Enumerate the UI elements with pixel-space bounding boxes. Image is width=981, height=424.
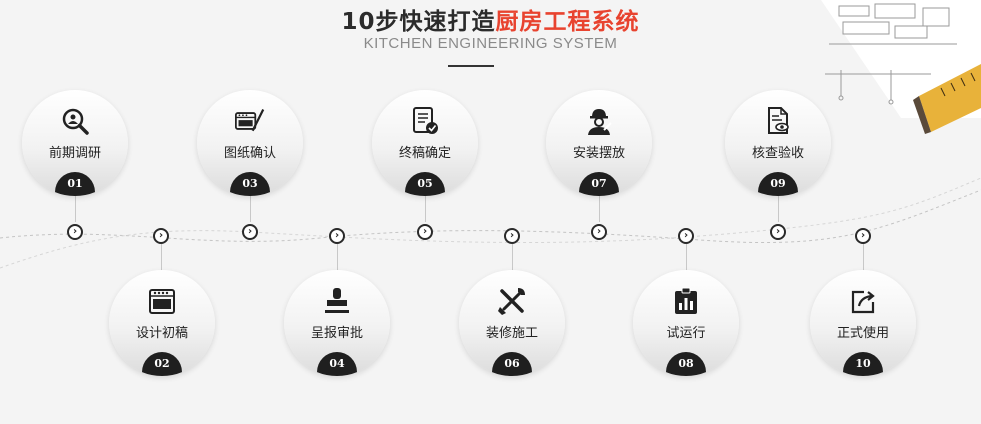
step-number: 10 (843, 352, 883, 376)
step-stem-02 (161, 244, 162, 272)
step-node-08[interactable]: › (678, 228, 694, 244)
step-card-08[interactable]: 试运行 08 (633, 270, 739, 376)
step-card-06[interactable]: 装修施工 06 (459, 270, 565, 376)
step-label: 安装摆放 (572, 146, 625, 161)
blueprint-tape-measure-icon (821, 0, 981, 134)
title-highlight: 厨房工程系统 (495, 9, 640, 35)
stove-icon (147, 286, 177, 316)
tools-icon (497, 286, 527, 316)
document-eye-icon (763, 106, 793, 136)
chart-clipboard-icon (671, 286, 701, 316)
step-number: 01 (55, 172, 95, 196)
step-card-07[interactable]: 安装摆放 07 (546, 90, 652, 196)
step-stem-09 (778, 196, 779, 222)
stamp-icon (322, 286, 352, 316)
step-number: 07 (579, 172, 619, 196)
worker-icon (584, 106, 614, 136)
step-number: 02 (142, 352, 182, 376)
step-stem-01 (75, 196, 76, 222)
step-node-03[interactable]: › (242, 224, 258, 240)
title-underline (448, 65, 494, 67)
search-icon (60, 106, 90, 136)
step-stem-04 (337, 244, 338, 272)
step-node-10[interactable]: › (855, 228, 871, 244)
step-label: 设计初稿 (135, 326, 188, 341)
step-stem-05 (425, 196, 426, 222)
step-label: 前期调研 (48, 146, 101, 161)
drawing-icon (235, 106, 265, 136)
step-node-06[interactable]: › (504, 228, 520, 244)
step-number: 06 (492, 352, 532, 376)
step-card-10[interactable]: 正式使用 10 (810, 270, 916, 376)
step-label: 试运行 (666, 326, 706, 341)
step-label: 装修施工 (485, 326, 538, 341)
step-card-02[interactable]: 设计初稿 02 (109, 270, 215, 376)
step-label: 终稿确定 (398, 146, 451, 161)
document-check-icon (410, 106, 440, 136)
step-stem-08 (686, 244, 687, 272)
step-number: 04 (317, 352, 357, 376)
step-number: 05 (405, 172, 445, 196)
step-label: 核查验收 (751, 146, 804, 161)
step-number: 09 (758, 172, 798, 196)
step-label: 呈报审批 (310, 326, 363, 341)
export-icon (848, 286, 878, 316)
step-card-09[interactable]: 核查验收 09 (725, 90, 831, 196)
step-card-01[interactable]: 前期调研 01 (22, 90, 128, 196)
title-prefix: 10步快速打造 (341, 9, 496, 35)
step-stem-07 (599, 196, 600, 222)
step-stem-10 (863, 244, 864, 272)
step-label: 正式使用 (836, 326, 889, 341)
step-node-04[interactable]: › (329, 228, 345, 244)
step-node-02[interactable]: › (153, 228, 169, 244)
step-stem-06 (512, 244, 513, 272)
step-label: 图纸确认 (223, 146, 276, 161)
step-node-01[interactable]: › (67, 224, 83, 240)
step-number: 08 (666, 352, 706, 376)
step-node-09[interactable]: › (770, 224, 786, 240)
step-node-07[interactable]: › (591, 224, 607, 240)
step-card-05[interactable]: 终稿确定 05 (372, 90, 478, 196)
page-subtitle: KITCHEN ENGINEERING SYSTEM (363, 35, 618, 52)
step-node-05[interactable]: › (417, 224, 433, 240)
blueprint-decoration (781, 0, 981, 140)
step-number: 03 (230, 172, 270, 196)
step-stem-03 (250, 196, 251, 222)
page-title: 10步快速打造厨房工程系统 (0, 2, 981, 36)
step-card-03[interactable]: 图纸确认 03 (197, 90, 303, 196)
step-card-04[interactable]: 呈报审批 04 (284, 270, 390, 376)
